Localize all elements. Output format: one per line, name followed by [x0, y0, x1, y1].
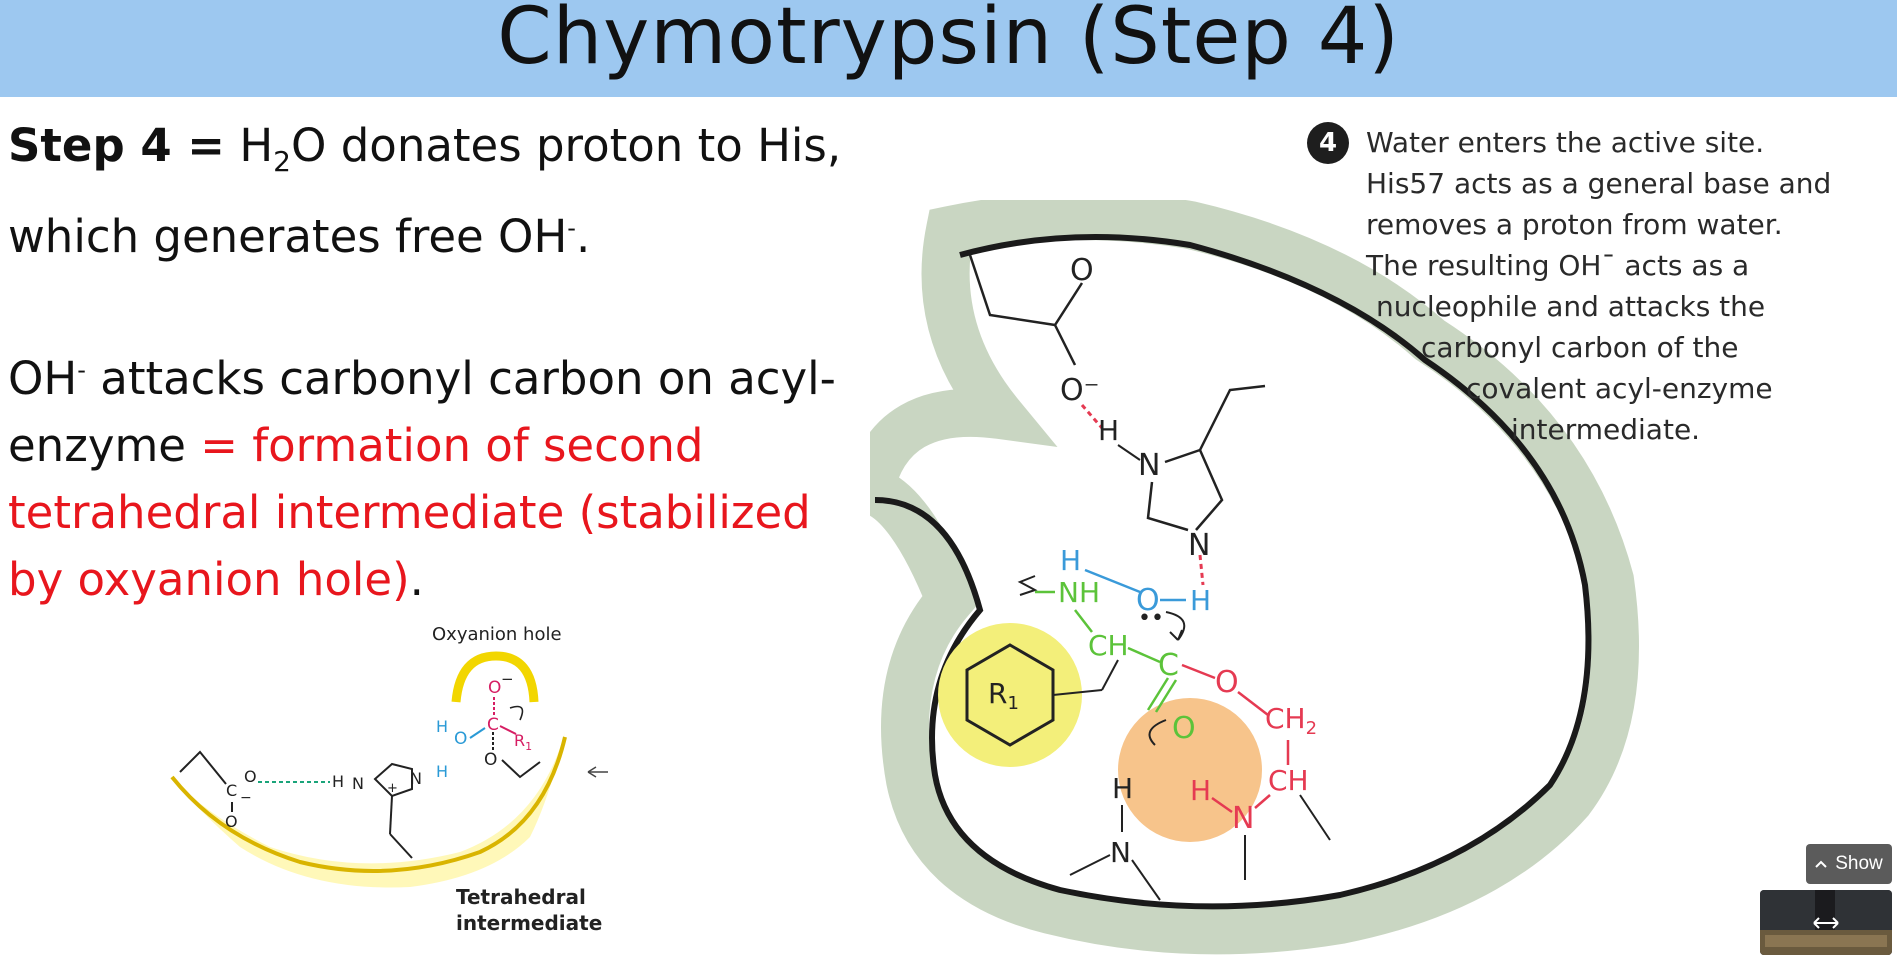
- small-water-h: H: [436, 717, 448, 736]
- water-h-top: H: [1060, 544, 1081, 577]
- ser-ch2: CH2: [1265, 702, 1317, 739]
- active-site-diagram: R1 O O⁻ H N N H O . H •• NH CH C O O CH2…: [870, 200, 1639, 955]
- asp-c: C: [226, 781, 237, 800]
- annotation-line: removes a proton from water.: [1366, 208, 1783, 241]
- expand-arrows-icon[interactable]: [1812, 912, 1840, 939]
- para2-line-1-rest: attacks carbonyl carbon on acyl-: [85, 352, 836, 405]
- asp-h: H: [332, 772, 344, 791]
- asp-o1: O: [244, 767, 257, 786]
- enzyme-pocket-outline: [874, 234, 1592, 910]
- his-ring: [373, 762, 413, 798]
- r1-pocket-highlight: [938, 623, 1082, 767]
- backbone-ch: CH: [1088, 629, 1129, 662]
- r1-label: R1: [514, 731, 532, 753]
- slide-title: Chymotrypsin (Step 4): [497, 0, 1400, 82]
- pocket-glow: [170, 732, 565, 888]
- highlight-line-2: tetrahedral intermediate (stabilized: [8, 486, 811, 539]
- step-annotation: Water enters the active site. His57 acts…: [1366, 122, 1886, 450]
- his-ring-big: [1146, 448, 1224, 532]
- electron-arrow: [1148, 719, 1167, 746]
- tetra-label-1: Tetrahedral: [456, 885, 586, 909]
- oxyanion-hole-label: Oxyanion hole: [432, 624, 562, 645]
- step-line-1: Step 4 = H2O donates proton to His,: [8, 112, 848, 195]
- water-h: H: [239, 119, 274, 172]
- step-line-2-end: .: [575, 210, 591, 263]
- r1-big: R1: [988, 677, 1019, 714]
- oh-text: OH: [8, 352, 78, 405]
- his-n-big-2: N: [1188, 528, 1210, 563]
- ser-o-big: O: [1215, 665, 1239, 700]
- step-line-2: which generates free OH-.: [8, 195, 848, 270]
- tetra-label-2: intermediate: [456, 911, 602, 935]
- small-mechanism-diagram: Oxyanion hole O − C R1 H O O N N + H H C…: [170, 624, 608, 935]
- step-line-1-rest: O donates proton to His,: [291, 119, 842, 172]
- step-number-badge: 4: [1307, 122, 1349, 164]
- his-h-big: H: [1098, 414, 1119, 447]
- oh-charge-2: -: [77, 356, 86, 384]
- his-h: H: [436, 762, 448, 781]
- show-label: Show: [1835, 853, 1883, 874]
- highlight-line-3: by oxyanion hole): [8, 553, 410, 606]
- oxyanion-hole-cup: [451, 651, 539, 703]
- gly-h: H: [1112, 772, 1133, 805]
- explanation-text: Step 4 = H2O donates proton to His, whic…: [8, 112, 848, 613]
- small-water-o: O: [454, 729, 467, 749]
- oxyanion-highlight: [1118, 698, 1262, 842]
- para2-line-1: OH- attacks carbonyl carbon on acyl-: [8, 337, 848, 412]
- carbonyl-o: O: [1172, 711, 1196, 746]
- his-n-big-1: N: [1138, 448, 1160, 483]
- lone-pair: ••: [1138, 606, 1164, 631]
- enzyme-word: enzyme: [8, 419, 186, 472]
- para2-line-4: by oxyanion hole).: [8, 546, 848, 613]
- chain-squiggle: [1017, 575, 1038, 596]
- water-h-right: H: [1190, 584, 1211, 617]
- annotation-line: carbonyl carbon of the: [1421, 331, 1739, 364]
- asp-o2: O: [225, 812, 238, 831]
- his-n1: N: [352, 774, 364, 793]
- oxyanion-o: O: [488, 678, 501, 698]
- video-thumbnail[interactable]: [1760, 890, 1892, 955]
- asp-o-minus: O⁻: [1060, 373, 1099, 408]
- annotation-line: covalent acyl-enzyme: [1466, 372, 1773, 405]
- tetra-c: C: [487, 715, 499, 735]
- title-bar: Chymotrypsin (Step 4): [0, 0, 1897, 97]
- carbonyl-c: C: [1158, 648, 1179, 683]
- gly-n: N: [1110, 836, 1131, 869]
- annotation-line: Water enters the active site.: [1366, 126, 1765, 159]
- ser-ch: CH: [1268, 764, 1309, 797]
- para2-line-2: enzyme = formation of second: [8, 412, 848, 479]
- annotation-line: intermediate.: [1511, 413, 1701, 446]
- pocket-outline: [170, 736, 567, 873]
- step-label: Step 4 =: [8, 119, 226, 172]
- annotation-line: The resulting OH¯ acts as a: [1366, 249, 1750, 282]
- asp-carbonyl-o: O: [1070, 253, 1094, 288]
- show-video-button[interactable]: Show: [1806, 844, 1892, 884]
- backbone-nh: NH: [1058, 576, 1100, 609]
- ser-n: N: [1232, 801, 1254, 836]
- small-arrow-1: [509, 705, 524, 721]
- annotation-line: His57 acts as a general base and: [1366, 167, 1832, 200]
- oh-charge: -: [567, 214, 576, 242]
- enzyme-surface-band: [870, 200, 1639, 955]
- ser-nh-h: H: [1190, 774, 1211, 807]
- annotation-line: nucleophile and attacks the: [1376, 290, 1766, 323]
- chevron-up-icon: [1815, 853, 1827, 875]
- his-n2: N: [410, 769, 422, 788]
- highlight-line-1: = formation of second: [185, 419, 704, 472]
- his-plus: +: [387, 781, 398, 796]
- phenyl-ring: [965, 643, 1055, 747]
- step-line-2-text: which generates free OH: [8, 210, 568, 263]
- asp-minus: −: [240, 790, 252, 806]
- water-o: O: [1136, 583, 1160, 618]
- para2-line-3: tetrahedral intermediate (stabilized: [8, 479, 848, 546]
- oxyanion-minus: −: [501, 670, 514, 688]
- para2-end: .: [409, 553, 424, 606]
- ser-o: O: [484, 750, 497, 770]
- water-sub: 2: [273, 145, 291, 178]
